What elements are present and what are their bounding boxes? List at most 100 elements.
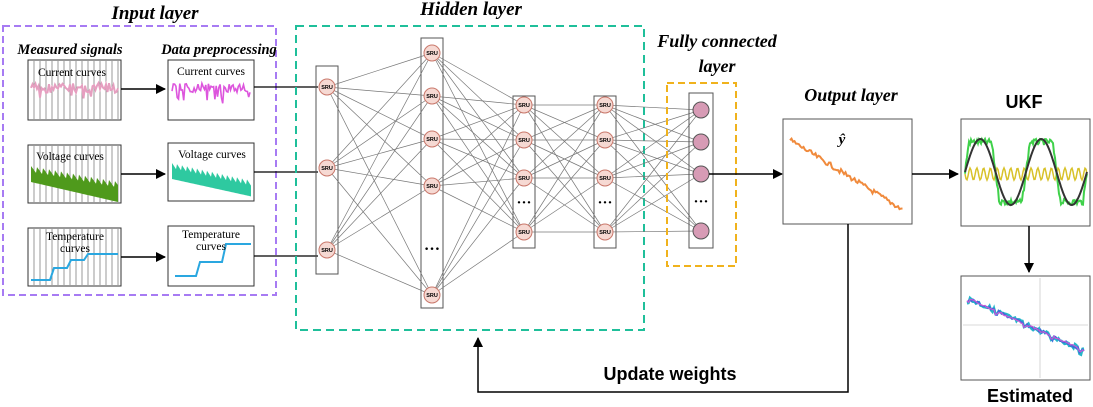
output-plot <box>782 118 913 225</box>
hidden-fc-connection <box>604 141 702 179</box>
measured-voltage-box: Voltage curves <box>27 144 122 204</box>
fc-column <box>688 92 714 249</box>
hidden-fc-connection <box>604 109 702 179</box>
sru-node: SRU <box>318 78 336 96</box>
processed-voltage-label: Voltage curves <box>178 149 246 161</box>
hidden-connection <box>326 52 433 251</box>
hidden-connection <box>431 139 525 296</box>
sru-node: SRU <box>423 286 441 304</box>
sru-label: SRU <box>599 138 611 144</box>
hidden-connection <box>326 138 433 251</box>
measured-temperature-grid <box>33 229 119 285</box>
hidden-connection <box>431 95 525 233</box>
sru-node: SRU <box>596 169 614 187</box>
hidden-fc-connection <box>604 109 702 141</box>
measured-current-box: Current curves <box>27 59 122 121</box>
hidden-connection <box>326 167 433 187</box>
measured-temperature-curve <box>31 253 118 281</box>
measured-current-curve <box>30 80 119 99</box>
hidden-ellipsis: … <box>424 237 440 254</box>
sru-label: SRU <box>321 85 333 91</box>
hidden-connection <box>431 52 525 179</box>
hidden-connection <box>523 139 606 233</box>
fc-ellipsis: ··· <box>693 194 708 210</box>
hidden-connection <box>523 139 606 179</box>
measured-temperature-box: Temperature curves <box>27 227 122 287</box>
hidden-fc-connection <box>604 177 702 232</box>
estimated-block: Estimated <box>960 275 1091 406</box>
hidden-connection <box>431 52 525 141</box>
hidden-fc-connection <box>604 104 702 232</box>
processed-current-label: Current curves <box>177 66 246 78</box>
hidden-connection <box>431 95 525 141</box>
sru-label: SRU <box>426 51 438 57</box>
hidden-fc-connection <box>604 139 702 175</box>
hidden-connection <box>523 104 606 179</box>
fc-node <box>692 133 710 151</box>
hidden-connections <box>326 52 702 296</box>
measured-current-label: Current curves <box>38 67 107 79</box>
hidden-connection <box>431 104 525 296</box>
sru-label: SRU <box>518 230 530 236</box>
processed-temperature-label: Temperature curves <box>182 229 240 253</box>
sru-node: SRU <box>318 241 336 259</box>
sru-node: SRU <box>596 131 614 149</box>
hidden-connection <box>431 104 525 140</box>
fc-title-line1: Fully connected <box>656 31 777 51</box>
sru-node: SRU <box>423 44 441 62</box>
hidden-connection <box>326 95 433 251</box>
sru-node: SRU <box>423 130 441 148</box>
processed-current-curve <box>171 80 251 104</box>
sru-node: SRU <box>596 223 614 241</box>
hidden-connection <box>431 177 525 187</box>
hidden-connection <box>431 95 525 106</box>
processed-current-box: Current curves <box>167 59 255 121</box>
sru-label: SRU <box>599 176 611 182</box>
sru-node: SRU <box>515 223 533 241</box>
data-preprocessing-title: Data preprocessing <box>160 42 277 58</box>
ukf-estimate-curve <box>964 137 1088 207</box>
hidden-connection <box>326 95 433 169</box>
output-curve <box>789 137 903 211</box>
measured-voltage-curve <box>31 166 118 202</box>
hidden-ellipsis-col4: ··· <box>597 195 612 211</box>
hidden-connection <box>431 52 525 106</box>
hidden-ellipsis-col3: ··· <box>516 195 531 211</box>
hidden-connection <box>431 185 525 233</box>
hidden-connection <box>326 86 433 97</box>
hidden-connection <box>431 139 525 187</box>
update-weights-label: Update weights <box>603 364 736 384</box>
hidden-fc-connection <box>604 230 702 233</box>
sru-node: SRU <box>423 177 441 195</box>
ukf-block: UKF <box>960 92 1091 273</box>
input-layer: Input layer Measured signals Data prepro… <box>2 3 318 296</box>
sru-label: SRU <box>426 94 438 100</box>
hidden-connection <box>326 185 433 251</box>
hidden-fc-connection <box>604 173 702 179</box>
fc-node <box>692 101 710 119</box>
sru-label: SRU <box>321 166 333 172</box>
sru-node: SRU <box>515 169 533 187</box>
hidden-fc-connection <box>604 139 702 232</box>
fc-node <box>692 222 710 240</box>
hidden-connection <box>431 231 525 296</box>
sru-label: SRU <box>426 293 438 299</box>
fc-title-line2: layer <box>699 56 737 76</box>
sru-label: SRU <box>518 103 530 109</box>
input-layer-border <box>2 25 277 296</box>
feedback-loop: Update weights <box>473 224 849 393</box>
sru-label: SRU <box>321 248 333 254</box>
hidden-connection <box>523 104 606 141</box>
sru-label: SRU <box>518 138 530 144</box>
hidden-fc-connection <box>604 109 702 233</box>
hidden-connection <box>326 138 433 169</box>
input-layer-title: Input layer <box>110 3 199 24</box>
hidden-layer-title: Hidden layer <box>419 0 522 20</box>
hidden-connection <box>523 104 606 233</box>
processed-temperature-curve <box>175 243 251 277</box>
sru-node: SRU <box>596 96 614 114</box>
hidden-connection <box>326 167 433 296</box>
hidden-connection <box>326 86 433 140</box>
hidden-layer: Hidden layer SRU SRU SRU SRU SRU SRU SRU SRU SRU… <box>295 0 702 331</box>
